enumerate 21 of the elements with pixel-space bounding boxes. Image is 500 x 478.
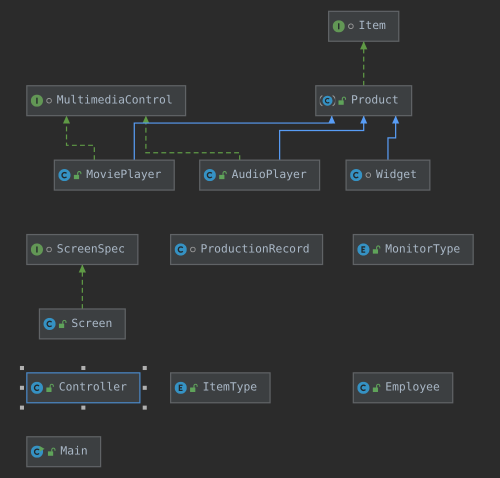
node-box: ScreenSpec (26, 234, 138, 266)
node-box: Product (315, 85, 412, 116)
arrow (78, 264, 86, 309)
node-box: Screen (38, 308, 126, 340)
node-box: ItemType (170, 372, 271, 404)
arrow (387, 116, 400, 160)
arrow (62, 116, 95, 160)
node-box: Widget (345, 160, 430, 191)
node-box: MoviePlayer (54, 160, 175, 191)
node-box: Main (26, 436, 102, 468)
node-box: Controller (26, 372, 140, 404)
node-box: MultimediaControl (26, 85, 186, 116)
arrow (142, 116, 240, 160)
arrow (360, 41, 368, 86)
arrow (134, 116, 336, 160)
node-box: Employee (352, 372, 454, 404)
node-box: Item (328, 10, 400, 42)
node-box: AudioPlayer (199, 160, 320, 191)
node-box: ProductionRecord (170, 234, 324, 266)
arrow (279, 116, 368, 160)
node-box: MonitorType (352, 234, 474, 266)
